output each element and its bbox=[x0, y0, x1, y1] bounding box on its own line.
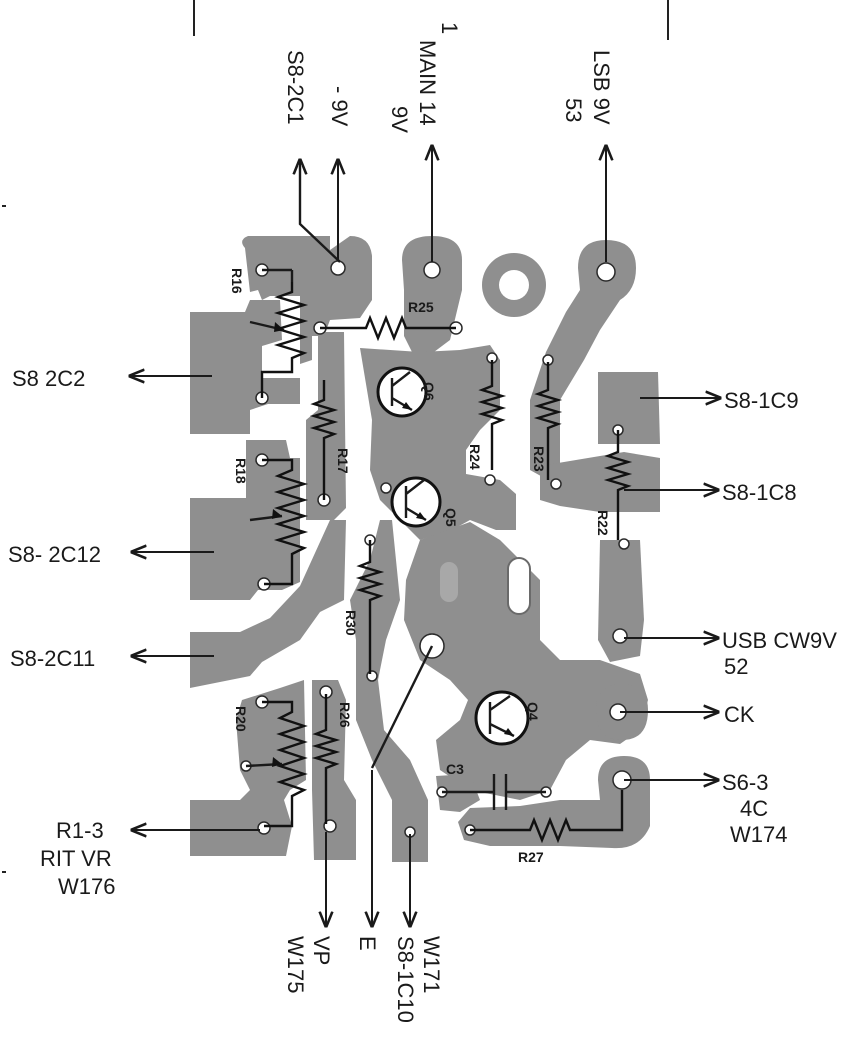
label-q4: Q4 bbox=[525, 702, 541, 721]
frame-ticks bbox=[2, 0, 669, 873]
label-r20: R20 bbox=[233, 706, 249, 732]
label-r16: R16 bbox=[229, 268, 245, 294]
label-w176: W176 bbox=[58, 874, 115, 899]
q5-transistor bbox=[390, 476, 442, 528]
r25-resistor bbox=[320, 314, 456, 342]
label-r24: R24 bbox=[467, 444, 483, 470]
r16-resistor bbox=[260, 282, 309, 398]
label-lsb-9v: LSB 9V bbox=[589, 50, 614, 125]
label-s8-1c9: S8-1C9 bbox=[724, 388, 799, 413]
r26-resistor bbox=[311, 694, 341, 824]
label-w174: W174 bbox=[730, 822, 787, 847]
label-usb-cw9v: USB CW9V bbox=[722, 628, 837, 653]
label-4c: 4C bbox=[740, 796, 768, 821]
label-r1-3: R1-3 bbox=[56, 818, 104, 843]
components bbox=[245, 166, 633, 844]
r18-resistor bbox=[262, 458, 309, 586]
label-r30: R30 bbox=[343, 610, 359, 636]
label-lsb-53: 53 bbox=[561, 98, 586, 122]
label-ck: CK bbox=[724, 702, 755, 727]
q6-transistor bbox=[376, 366, 428, 418]
label-rit-vr: RIT VR bbox=[40, 846, 112, 871]
r22-resistor bbox=[603, 430, 633, 540]
r27-resistor bbox=[470, 790, 624, 844]
connection-arrows bbox=[130, 146, 720, 926]
r20-resistor bbox=[262, 700, 308, 828]
label-usb-52: 52 bbox=[724, 654, 748, 679]
label-r18: R18 bbox=[233, 458, 249, 484]
r24-resistor bbox=[477, 360, 507, 470]
label-s8-2c11: S8-2C11 bbox=[10, 646, 95, 671]
label-c3: C3 bbox=[446, 761, 464, 777]
label-s8-1c8: S8-1C8 bbox=[722, 480, 797, 505]
label-r25: R25 bbox=[408, 299, 434, 315]
label-s8-2c2: S8 2C2 bbox=[12, 366, 85, 391]
label-s8-2c12: S8- 2C12 bbox=[8, 542, 101, 567]
label-r23: R23 bbox=[531, 446, 547, 472]
label-r22: R22 bbox=[595, 510, 611, 536]
component-labels: R16 R25 Q6 R17 R18 Q5 R24 R23 R22 R30 R2… bbox=[229, 268, 611, 865]
r30-resistor bbox=[355, 540, 385, 674]
label-e: E bbox=[355, 936, 380, 951]
r23-resistor bbox=[533, 362, 563, 480]
label-main-14: MAIN 14 bbox=[415, 40, 440, 126]
copper-traces bbox=[190, 236, 660, 862]
label-marker-1: 1 bbox=[437, 22, 462, 34]
connection-labels: S8-2C1 - 9V 1 MAIN 14 9V LSB 9V 53 S8 2C… bbox=[8, 22, 837, 1023]
r17-resistor bbox=[309, 380, 339, 500]
label-w175: W175 bbox=[283, 936, 308, 993]
label-vp: VP bbox=[309, 936, 334, 965]
label-q5: Q5 bbox=[443, 508, 459, 527]
label-q6: Q6 bbox=[421, 382, 437, 401]
c3-capacitor bbox=[442, 774, 546, 810]
label-s8-1c10: S8-1C10 bbox=[393, 936, 418, 1023]
q4-transistor bbox=[474, 690, 530, 746]
label-minus-9v: - 9V bbox=[327, 86, 352, 127]
label-r17: R17 bbox=[335, 448, 351, 474]
label-w171: W171 bbox=[419, 936, 444, 993]
label-r27: R27 bbox=[518, 849, 544, 865]
label-s8-2c1: S8-2C1 bbox=[283, 50, 308, 125]
label-main-9v: 9V bbox=[387, 106, 412, 133]
label-r26: R26 bbox=[337, 702, 353, 728]
label-s6-3: S6-3 bbox=[722, 770, 768, 795]
